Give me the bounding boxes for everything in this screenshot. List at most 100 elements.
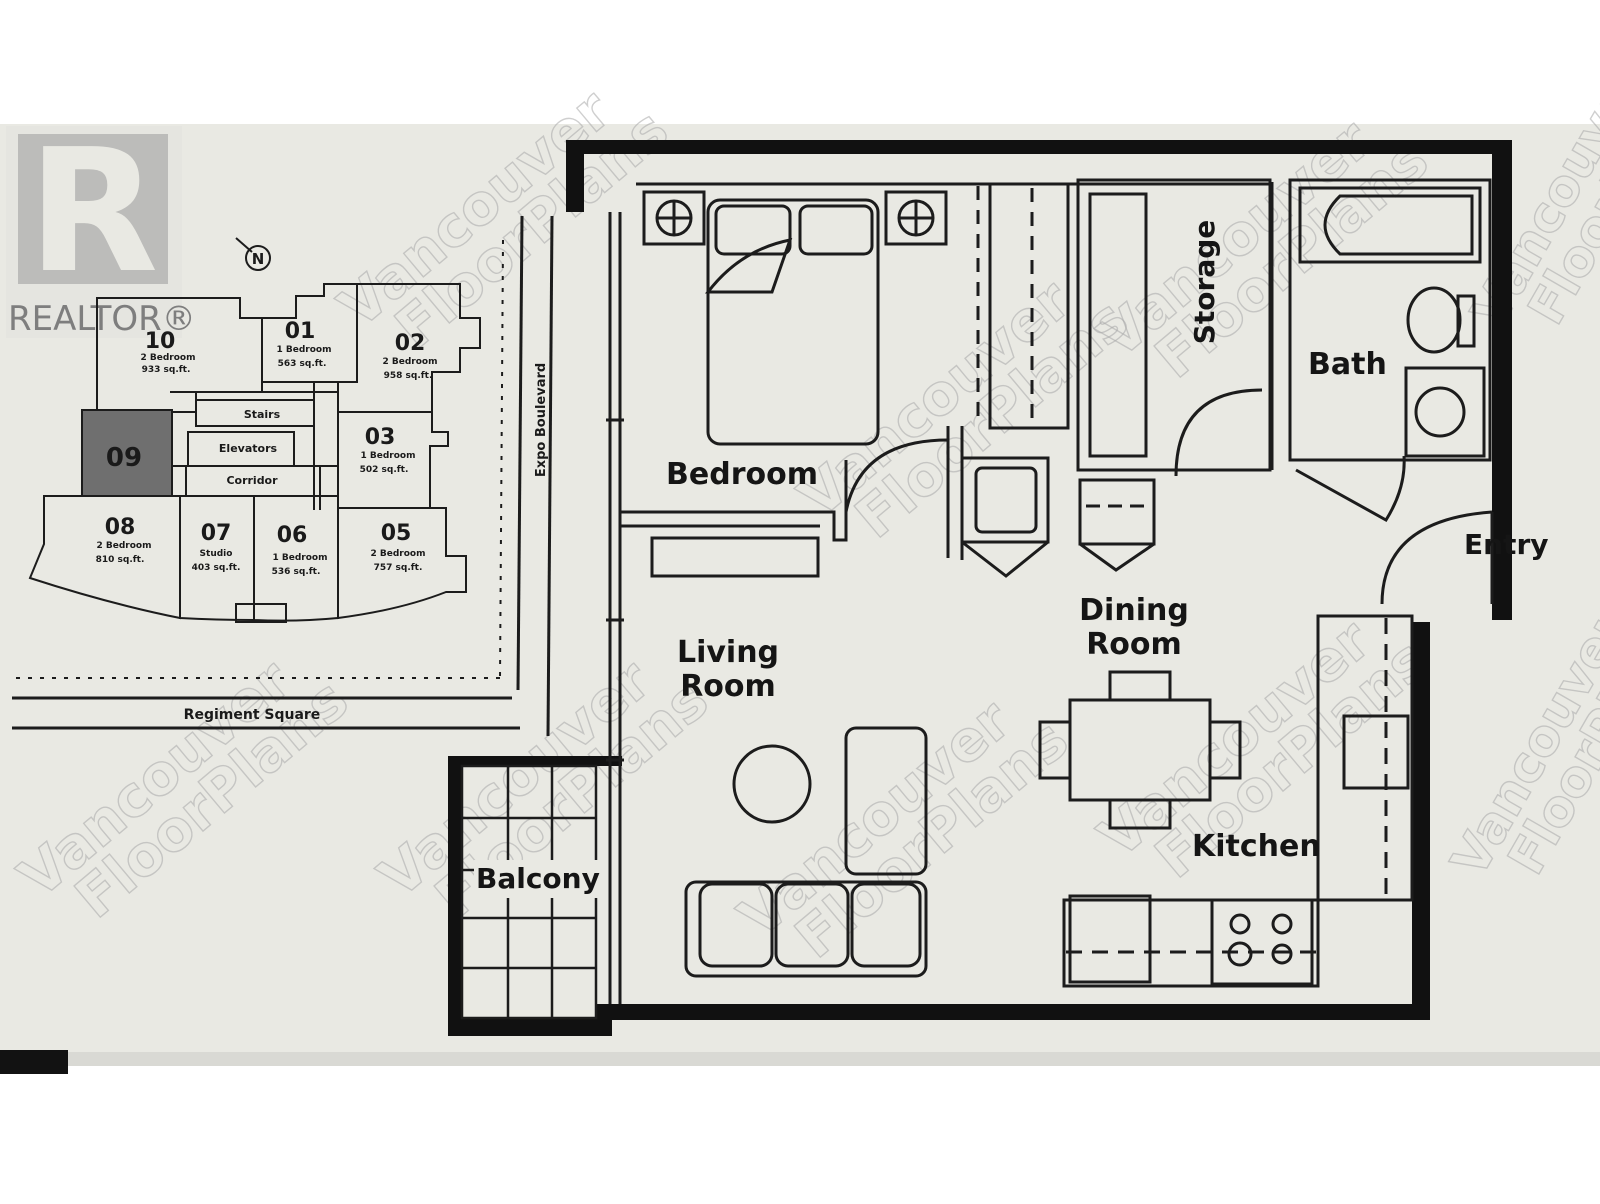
sink-icon [1414, 386, 1466, 438]
unit-number: 06 [277, 523, 308, 548]
unit-type: 1 Bedroom [361, 451, 416, 461]
toilet-icon [1406, 286, 1462, 354]
balcony-label-bg [474, 860, 608, 898]
unit-number: 05 [381, 521, 412, 546]
closet [988, 182, 1070, 430]
laundry-door [961, 540, 1049, 578]
pantry [1078, 478, 1156, 546]
compass-label: N [252, 250, 265, 268]
room-label-bath: Bath [1308, 347, 1387, 382]
room-label-balcony: Balcony [476, 862, 600, 895]
door-swing-bath [1295, 455, 1406, 523]
door-swing-storage [1174, 388, 1263, 477]
fridge-icon [1068, 894, 1152, 984]
storage-room [1076, 178, 1272, 472]
unit-number: 02 [395, 331, 426, 356]
unit-area: 933 sq.ft. [142, 365, 191, 375]
street-line [546, 215, 554, 737]
stove-icon [1210, 898, 1314, 986]
keyplan-unit-08 [28, 495, 181, 620]
bedroom-wall [620, 510, 848, 542]
chair [1208, 720, 1242, 780]
unit-area: 403 sq.ft. [192, 563, 241, 573]
exterior-walls [448, 140, 1512, 1036]
top-margin [0, 0, 1600, 124]
unit-type: Studio [200, 549, 233, 559]
storage-shelf [1088, 192, 1148, 458]
room-label-living-2: Room [680, 669, 776, 704]
elevators-label: Elevators [219, 442, 278, 455]
stairs-label: Stairs [244, 408, 281, 421]
bed-sheet-fold [704, 238, 793, 294]
room-label-living-1: Living [677, 635, 779, 670]
room-label-kitchen: Kitchen [1192, 829, 1321, 864]
unit-area: 563 sq.ft. [278, 359, 327, 369]
realtor-logo: R REALTOR® [6, 113, 196, 339]
street-label-south: Regiment Square [184, 707, 321, 723]
keyplan-core [170, 382, 338, 510]
unit-area: 757 sq.ft. [374, 563, 423, 573]
logo-letter: R [28, 113, 159, 311]
corridor-label: Corridor [226, 474, 278, 487]
unit-type: 2 Bedroom [383, 357, 438, 367]
bath-room [1288, 178, 1492, 462]
pillow [798, 204, 874, 256]
washer-dryer-icon [974, 466, 1038, 534]
unit-number: 10 [145, 329, 176, 354]
chair [1108, 798, 1172, 830]
armchair-icon [844, 726, 928, 876]
room-label-bedroom: Bedroom [666, 457, 818, 492]
nightstand [884, 190, 948, 246]
unit-type: 1 Bedroom [273, 553, 328, 563]
media-unit [650, 536, 820, 578]
nightstand [642, 190, 706, 246]
chair [1108, 670, 1172, 702]
bathtub-icon [1298, 186, 1482, 264]
street-line [516, 215, 524, 691]
unit-type: 2 Bedroom [141, 353, 196, 363]
room-label-dining-1: Dining [1079, 593, 1189, 628]
north-compass: N [235, 237, 271, 271]
unit-area: 810 sq.ft. [96, 555, 145, 565]
vanity [1404, 366, 1486, 458]
sink-kitchen-icon [1342, 714, 1410, 790]
keyplan-entry-box [235, 603, 287, 623]
unit-type: 2 Bedroom [97, 541, 152, 551]
bottom-screen-edge [0, 1052, 1600, 1066]
corner-bezel [0, 1050, 68, 1074]
door-swing-bedroom [844, 438, 949, 513]
property-line [499, 239, 504, 679]
keyplan-unit-02 [337, 283, 481, 413]
sofa-icon [684, 880, 928, 978]
coffee-table-icon [732, 744, 812, 824]
unit-area: 958 sq.ft. [384, 371, 433, 381]
door-swing-entry [1380, 510, 1493, 605]
keyplan-unit-05 [337, 507, 467, 620]
keyplan-corridor [172, 465, 338, 497]
unit-type: 2 Bedroom [371, 549, 426, 559]
unit-number: 01 [285, 319, 316, 344]
keyplan-unit-09-highlight [81, 409, 173, 497]
room-label-dining-2: Room [1086, 627, 1182, 662]
street-label-east: Expo Boulevard [534, 363, 549, 477]
kitchen-counter [1316, 614, 1414, 902]
chair [1038, 720, 1072, 780]
unit-floor-plan: Bedroom Storage Bath Entry Dining Room L… [448, 140, 1549, 1036]
room-label-storage: Storage [1188, 220, 1221, 345]
laundry-closet [960, 456, 1050, 544]
unit-number-highlighted: 09 [106, 443, 142, 473]
unit-number: 07 [201, 521, 232, 546]
unit-area: 536 sq.ft. [272, 567, 321, 577]
unit-type: 1 Bedroom [277, 345, 332, 355]
logo-brand-text: REALTOR® [8, 299, 196, 339]
unit-number: 08 [105, 515, 136, 540]
key-plan: N Regiment Square Expo Boulevard 10 2 Be… [12, 215, 554, 737]
pantry-door [1079, 542, 1155, 572]
unit-number: 03 [365, 425, 396, 450]
room-label-entry: Entry [1464, 528, 1549, 561]
keyplan-unit-01 [240, 283, 358, 383]
unit-area: 502 sq.ft. [360, 465, 409, 475]
bed-icon [706, 198, 880, 446]
